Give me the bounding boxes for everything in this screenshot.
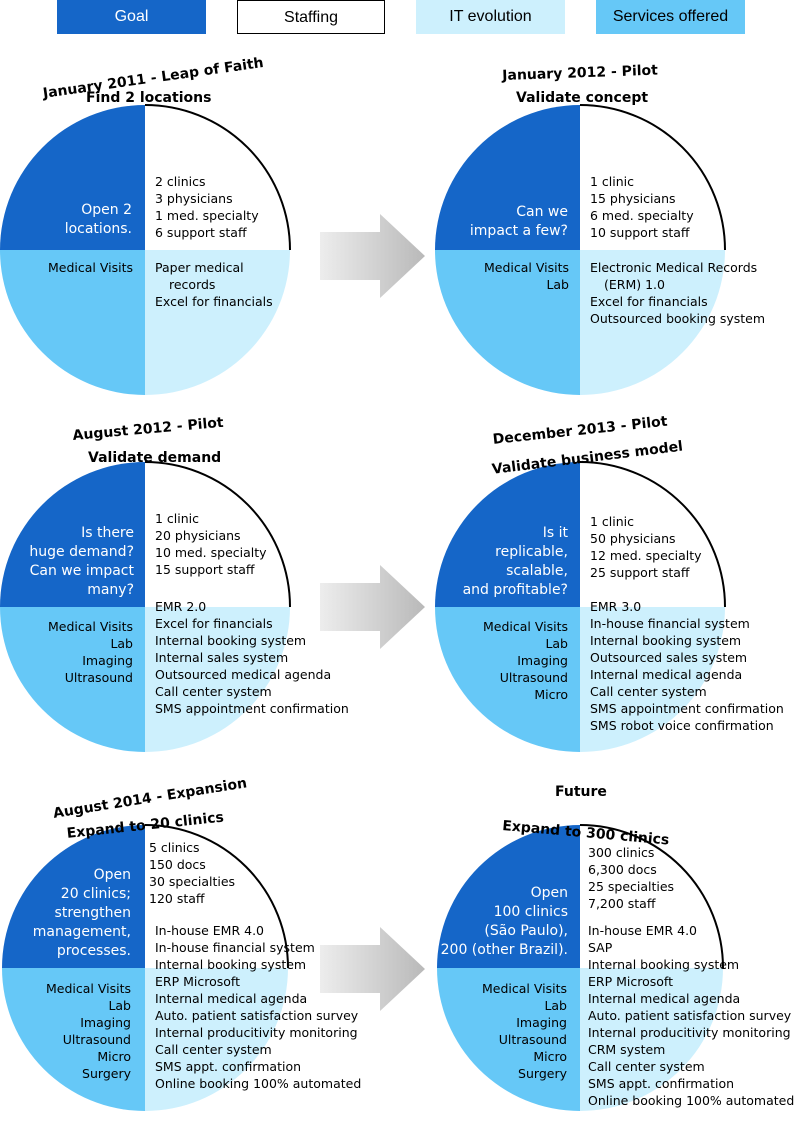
stage-5-services-quadrant bbox=[2, 968, 145, 1111]
progress-arrow-3 bbox=[320, 927, 425, 1011]
stage-1-staffing-quadrant bbox=[145, 105, 290, 250]
progress-arrow-2 bbox=[320, 565, 425, 649]
stage-5-staffing-quadrant bbox=[145, 825, 288, 968]
stage-3-services-quadrant bbox=[0, 607, 145, 752]
stage-5-it-quadrant bbox=[145, 968, 288, 1111]
stage-6-staffing-quadrant bbox=[580, 825, 723, 968]
legend-goal: Goal bbox=[57, 0, 206, 34]
stage-2-goal-quadrant bbox=[435, 105, 580, 250]
stage-6-title: Future bbox=[555, 784, 607, 800]
stage-1-it-quadrant bbox=[145, 250, 290, 395]
stage-6-services-quadrant bbox=[437, 968, 580, 1111]
stage-4-staffing-outline bbox=[579, 461, 726, 608]
stage-4-it-quadrant bbox=[580, 607, 725, 752]
stage-3-subtitle: Validate demand bbox=[88, 450, 222, 466]
stage-3-it-quadrant bbox=[145, 607, 290, 752]
stage-4-goal-quadrant bbox=[435, 462, 580, 607]
stage-6-it-quadrant bbox=[580, 968, 723, 1111]
stage-4-services-quadrant bbox=[435, 607, 580, 752]
stage-1-subtitle: Find 2 locations bbox=[86, 90, 212, 106]
legend-it-evolution: IT evolution bbox=[416, 0, 565, 34]
legend-services-offered: Services offered bbox=[596, 0, 745, 34]
stage-1-services-quadrant bbox=[0, 250, 145, 395]
stage-3-staffing-quadrant bbox=[145, 462, 290, 607]
stage-1-services: Medical Visits bbox=[47, 260, 133, 275]
stage-3-goal-quadrant bbox=[0, 462, 145, 607]
stage-2-subtitle: Validate concept bbox=[516, 90, 649, 106]
stage-6-goal-quadrant bbox=[437, 825, 580, 968]
stage-2-it-quadrant bbox=[580, 250, 725, 395]
stage-1-goal-quadrant bbox=[0, 105, 145, 250]
stage-6-staffing-outline bbox=[579, 824, 724, 969]
stage-2-services-quadrant bbox=[435, 250, 580, 395]
stage-4-staffing-quadrant bbox=[580, 462, 725, 607]
legend-staffing: Staffing bbox=[237, 0, 385, 34]
progress-arrow-1 bbox=[320, 214, 425, 298]
stage-5-staffing-outline bbox=[144, 824, 289, 969]
stage-5-goal-quadrant bbox=[2, 825, 145, 968]
stage-1-staffing-outline bbox=[144, 104, 291, 251]
stage-2-staffing-outline bbox=[579, 104, 726, 251]
stage-3-staffing-outline bbox=[144, 461, 291, 608]
stage-2-staffing-quadrant bbox=[580, 105, 725, 250]
